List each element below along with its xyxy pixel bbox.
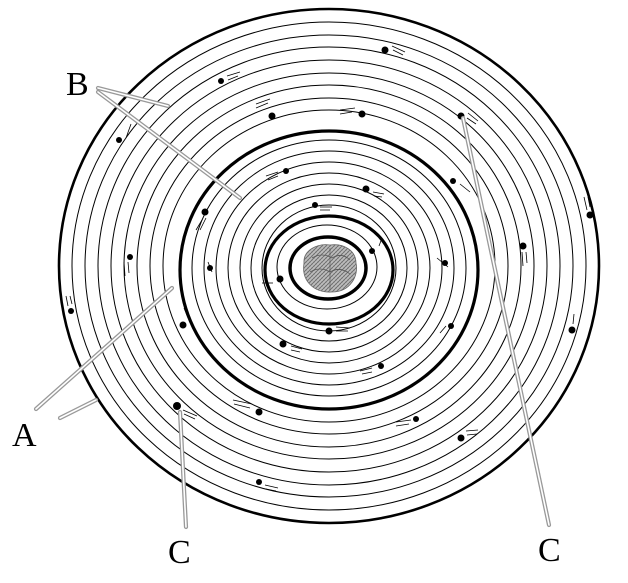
ray-ticks: [65, 45, 591, 492]
pith-boundary: [288, 235, 368, 301]
inner-thick-ring: [263, 214, 395, 326]
label-b: B: [66, 66, 89, 103]
label-c-left: C: [168, 534, 191, 571]
leader-lines-core: [35, 87, 550, 528]
middle-thick-ring: [178, 129, 480, 411]
core-ring: [276, 224, 378, 310]
resin-canal-dots: [68, 46, 594, 485]
inner-thin-rings: [191, 139, 467, 397]
pith: [303, 244, 357, 293]
outer-bark-ring: [57, 7, 601, 525]
label-c-right: C: [538, 532, 561, 569]
label-a: A: [12, 417, 37, 454]
